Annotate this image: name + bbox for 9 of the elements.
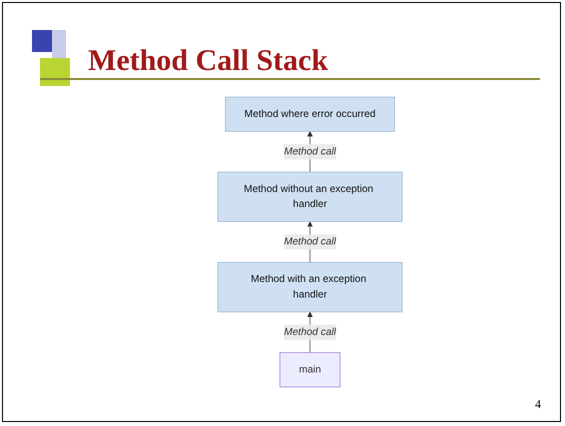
edge-label: Method call [284,146,336,157]
slide-title: Method Call Stack [88,44,328,78]
node-box: Method without an exception handler [218,172,402,222]
edge-label: Method call [284,326,336,338]
node-box: main [280,352,340,388]
node-box: Method with an exception handler [218,262,402,312]
page-number: 4 [535,397,541,412]
node-box: Method where error occurred [225,96,395,132]
edge-label: Method call [284,236,336,248]
